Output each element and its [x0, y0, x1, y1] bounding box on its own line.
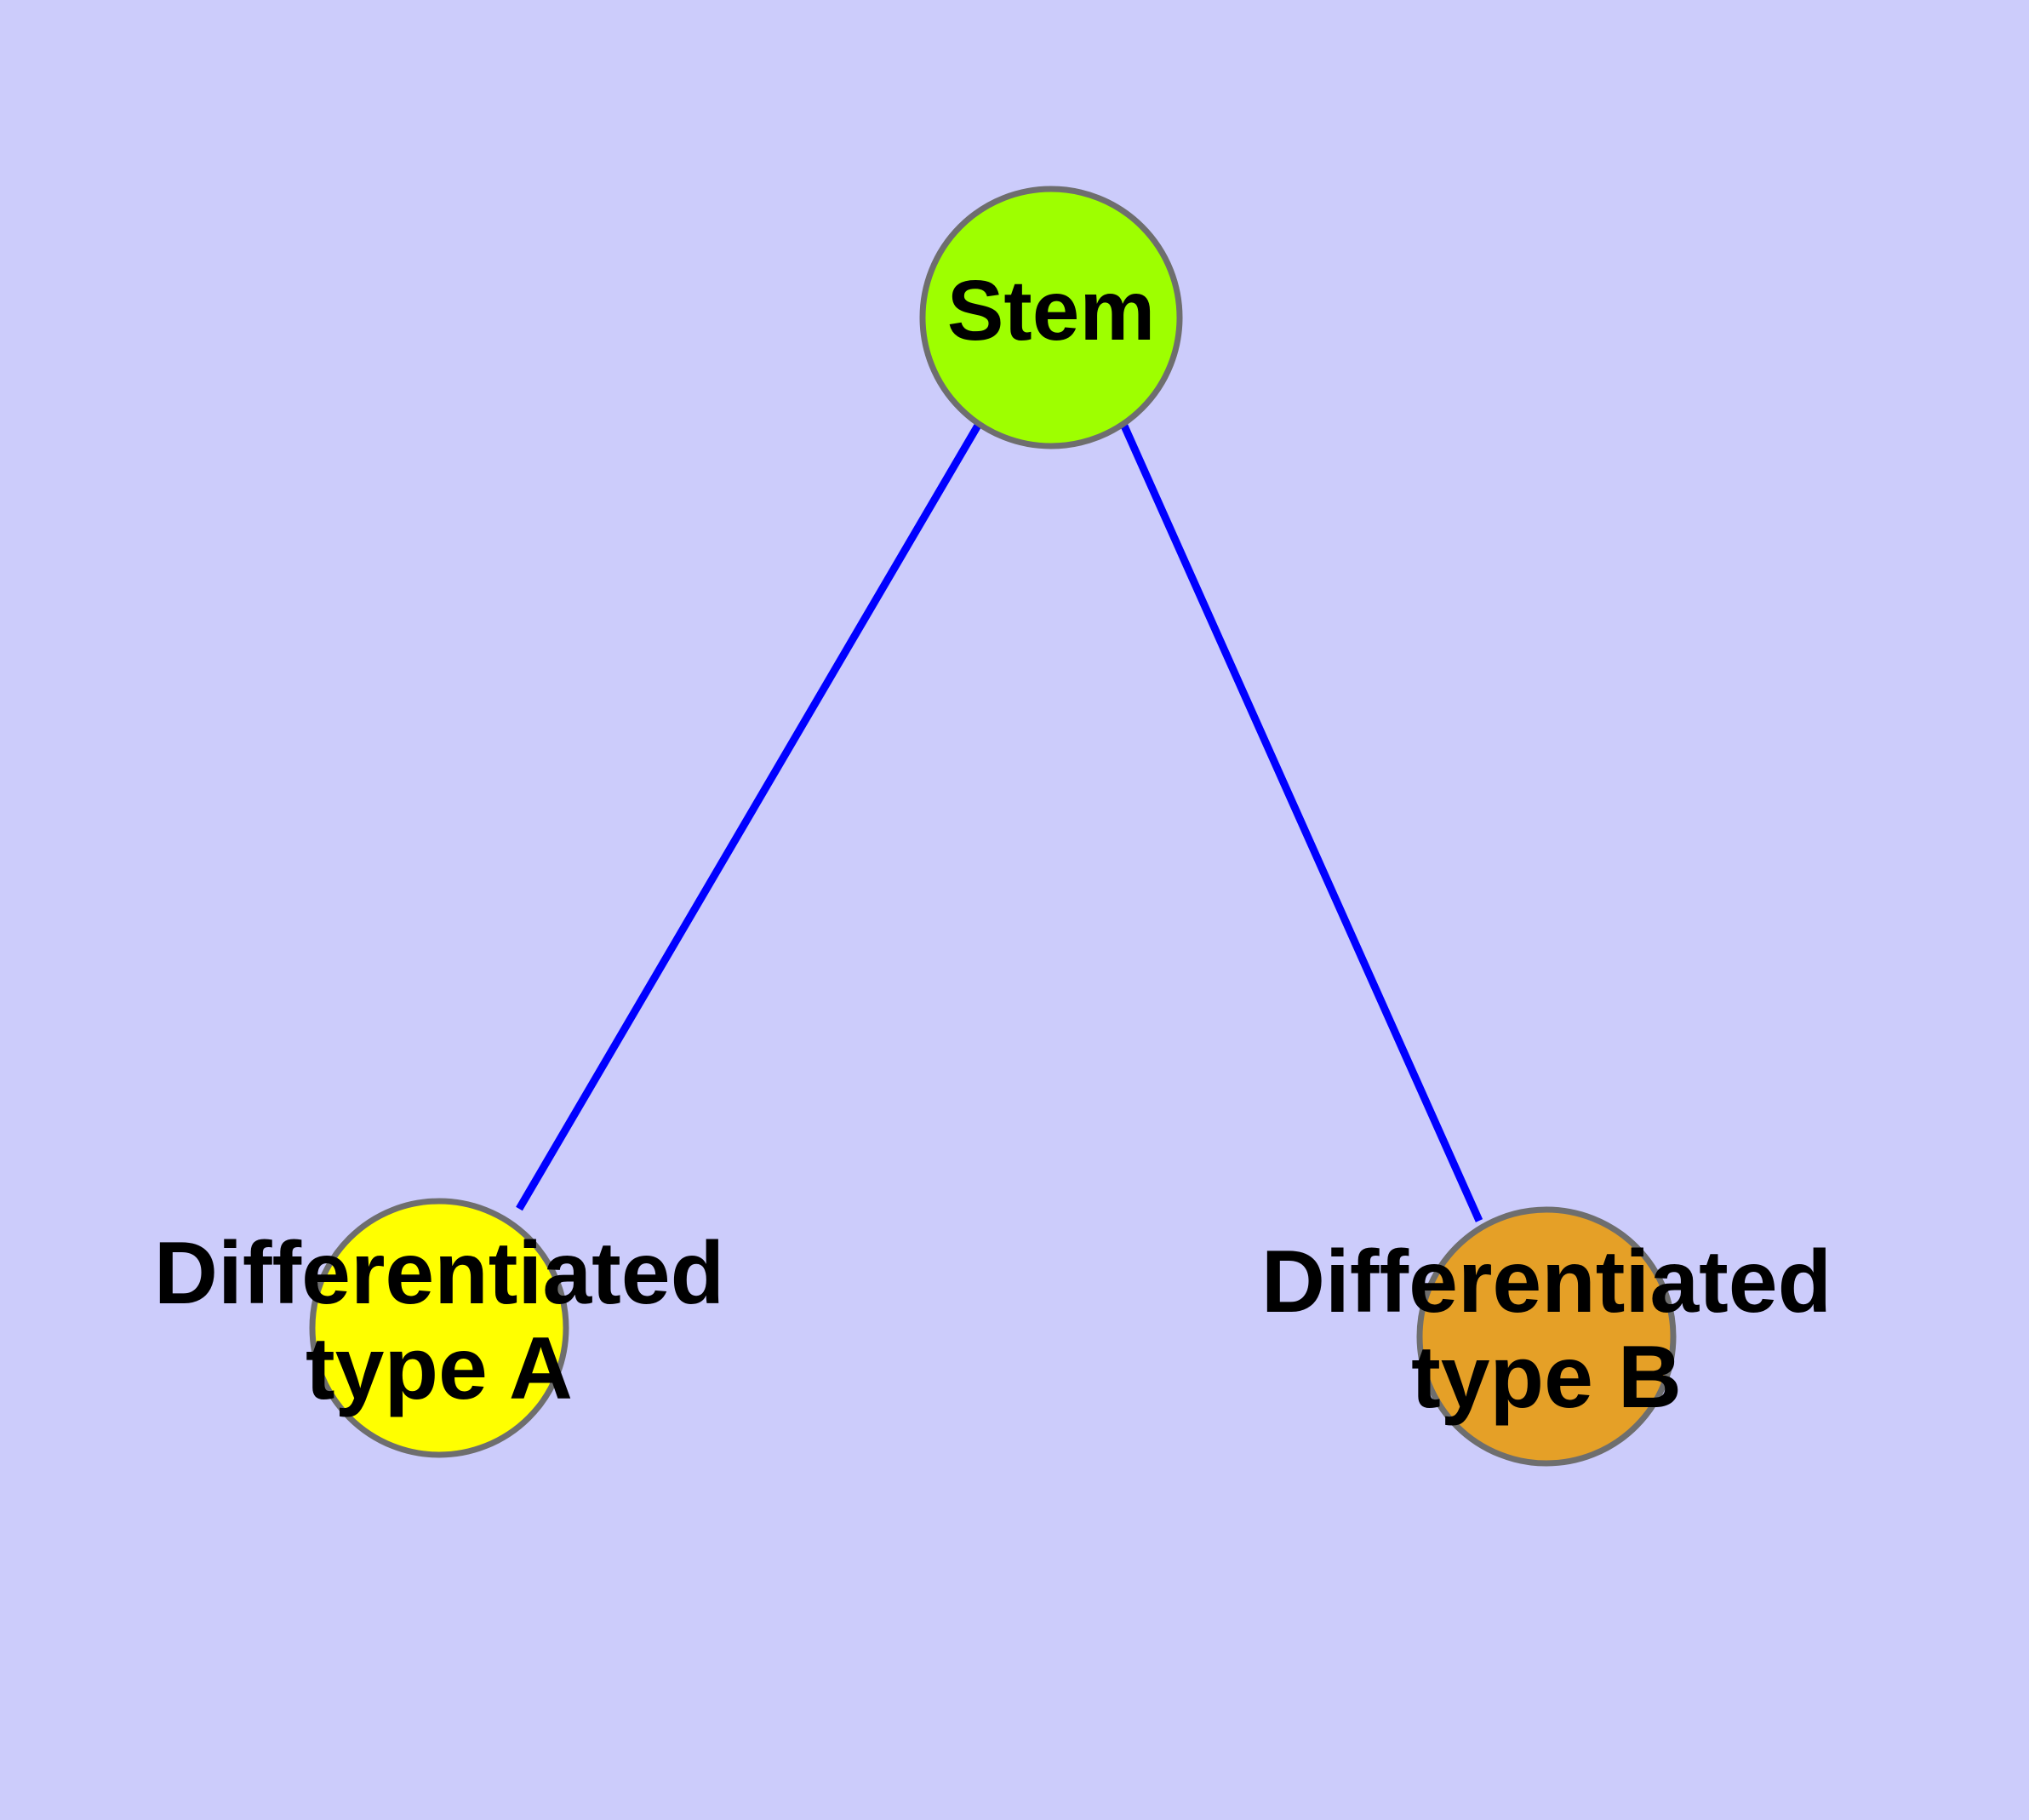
- node-circle-stem[interactable]: [919, 186, 1183, 449]
- node-circle-differentiated-type-a[interactable]: [309, 1198, 569, 1458]
- node-stem[interactable]: Stem: [919, 186, 1183, 449]
- edge-stem-to-diff-b[interactable]: [1119, 422, 1483, 1222]
- node-label-stem: Stem: [947, 263, 1156, 358]
- edge-stem-to-diff-a[interactable]: [516, 421, 982, 1211]
- node-circle-differentiated-type-b[interactable]: [1416, 1206, 1677, 1467]
- edge-layer: [516, 421, 1483, 1222]
